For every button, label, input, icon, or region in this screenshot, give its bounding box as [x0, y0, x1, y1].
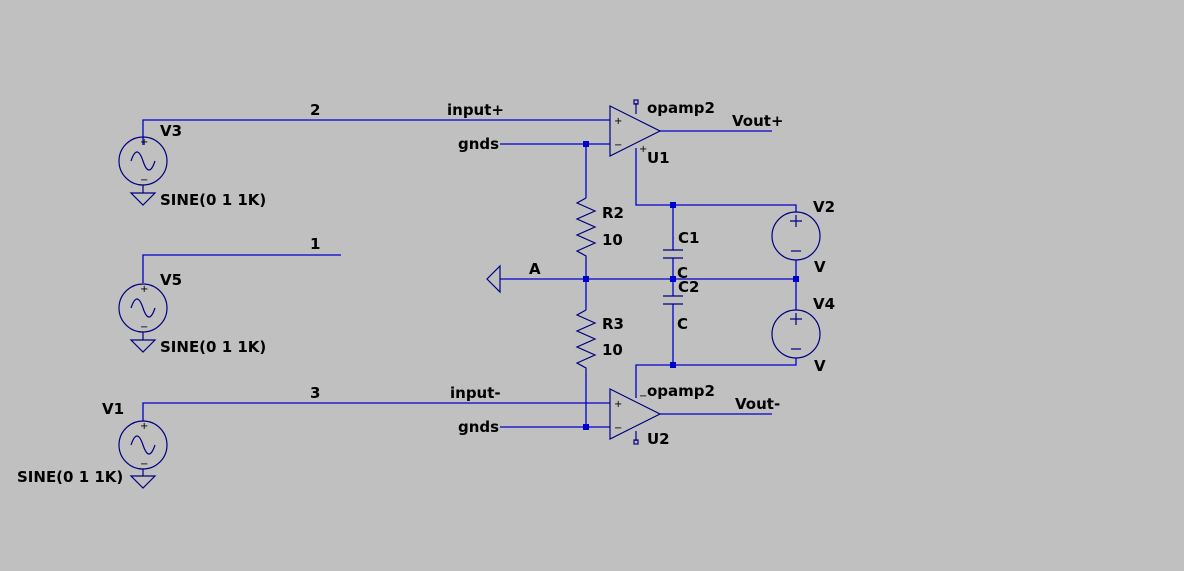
resistor-r3-value: 10	[602, 341, 623, 359]
opamp-u2-name: U2	[647, 430, 670, 448]
wires	[142, 119, 797, 428]
pin-plus-label: +	[140, 137, 148, 148]
net-label-2: 2	[310, 101, 320, 119]
net-label-input-plus: input+	[447, 101, 504, 119]
junction-dot	[583, 141, 589, 147]
pin-marker-icon	[633, 439, 639, 445]
source-v4[interactable]	[771, 309, 821, 359]
net-label-1: 1	[310, 235, 320, 253]
source-v4-name: V4	[813, 295, 835, 313]
resistor-r3[interactable]	[575, 309, 597, 374]
opamp-u2-model: opamp2	[647, 382, 715, 400]
pin-plus-label: +	[140, 421, 148, 432]
pin-plus-label: +	[614, 399, 622, 410]
wire-net-3[interactable]	[142, 402, 610, 421]
source-v3-name: V3	[160, 122, 182, 140]
resistor-r2-name: R2	[602, 204, 624, 222]
junction-dot	[670, 202, 676, 208]
wire-net-2[interactable]	[142, 119, 610, 145]
sine-wave-icon	[130, 435, 156, 455]
opamp-u1[interactable]: + − +	[609, 99, 662, 157]
pin-minus-label: −	[140, 322, 148, 333]
net-label-input-minus: input-	[450, 384, 501, 402]
capacitor-plates-icon	[663, 249, 683, 259]
ground-icon	[129, 469, 157, 489]
opamp-triangle-icon	[609, 388, 662, 440]
labels: 2 input+ gnds 1 A 3 input- gnds Vout+ Vo…	[17, 99, 835, 486]
sine-wave-icon	[130, 298, 156, 318]
opamp-u2[interactable]: + − −	[609, 388, 662, 445]
source-v2-name: V2	[813, 198, 835, 216]
net-label-vout-minus: Vout-	[735, 395, 780, 413]
pin-plus-label: +	[140, 284, 148, 295]
opamp-triangle-icon	[609, 105, 662, 157]
supply-plus-label: +	[639, 144, 647, 155]
pin-minus-label: −	[140, 459, 148, 470]
wire-u1-supply[interactable]	[635, 148, 797, 212]
node-a-port-icon[interactable]	[486, 264, 501, 294]
junction-dot	[670, 276, 676, 282]
junction-dot	[583, 276, 589, 282]
sine-wave-icon	[130, 151, 156, 171]
ground-icon	[129, 332, 157, 353]
capacitor-c2-name: C2	[678, 278, 699, 296]
junction-dot	[670, 362, 676, 368]
pin-minus-label: −	[614, 423, 622, 434]
net-label-a: A	[529, 260, 541, 278]
source-v3[interactable]: + −	[118, 136, 168, 206]
supply-minus-label: −	[639, 391, 647, 402]
source-v1-name: V1	[102, 400, 124, 418]
opamp-u1-model: opamp2	[647, 99, 715, 117]
plus-sign-icon	[790, 313, 802, 325]
capacitor-c1-value: C	[677, 264, 688, 282]
source-v5-name: V5	[160, 271, 182, 289]
dc-source-icon	[771, 211, 821, 261]
junction-dot	[793, 276, 799, 282]
junctions	[583, 141, 799, 430]
capacitor-c1-name: C1	[678, 229, 699, 247]
wire-net-1[interactable]	[142, 254, 341, 283]
source-v5-value: SINE(0 1 1K)	[160, 338, 266, 356]
resistor-r3-name: R3	[602, 315, 624, 333]
capacitor-plates-icon	[663, 295, 683, 305]
net-label-gnds-top: gnds	[458, 135, 499, 153]
source-v1-value: SINE(0 1 1K)	[17, 468, 123, 486]
source-v5[interactable]: + −	[118, 283, 168, 353]
capacitor-c2[interactable]	[663, 295, 683, 305]
wire-u2-supply[interactable]	[635, 358, 797, 398]
net-label-gnds-bottom: gnds	[458, 418, 499, 436]
pin-plus-label: +	[614, 116, 622, 127]
net-label-vout-plus: Vout+	[732, 112, 784, 130]
pin-minus-label: −	[140, 175, 148, 186]
source-v4-value: V	[814, 357, 826, 375]
resistor-r2[interactable]	[575, 197, 597, 262]
dc-source-icon	[771, 309, 821, 359]
ground-icon	[129, 185, 157, 206]
junction-dot	[583, 424, 589, 430]
source-v1[interactable]: + −	[118, 420, 168, 489]
resistor-r2-value: 10	[602, 231, 623, 249]
plus-sign-icon	[790, 215, 802, 227]
source-v2-value: V	[814, 258, 826, 276]
net-label-3: 3	[310, 384, 320, 402]
source-v3-value: SINE(0 1 1K)	[160, 191, 266, 209]
capacitor-c2-value: C	[677, 315, 688, 333]
opamp-u1-name: U1	[647, 149, 670, 167]
pin-marker-icon	[633, 99, 639, 105]
source-v2[interactable]	[771, 211, 821, 261]
capacitor-c1[interactable]	[663, 249, 683, 259]
pin-minus-label: −	[614, 140, 622, 151]
